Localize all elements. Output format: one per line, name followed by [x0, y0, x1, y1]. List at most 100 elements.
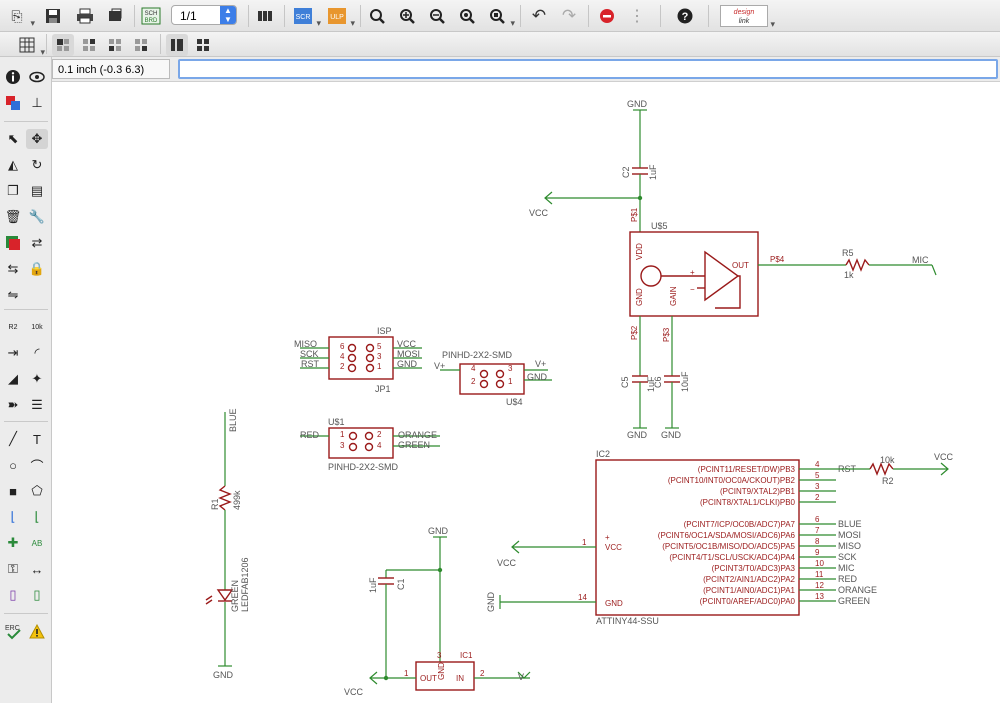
page-select[interactable]: 1/1 ▲▼	[171, 5, 237, 25]
print-icon[interactable]	[74, 5, 96, 27]
copy-icon[interactable]: ❐	[7, 183, 19, 198]
gateswap-icon[interactable]: ⇋	[7, 287, 19, 302]
name-tool-icon[interactable]: R2	[8, 323, 18, 331]
undo-icon[interactable]: ↶	[531, 6, 547, 25]
paste-icon[interactable]: ▤	[30, 183, 44, 198]
zoom-select-icon[interactable]	[486, 5, 515, 29]
bus-tool-icon[interactable]: ⌊	[10, 509, 16, 524]
grid-icon[interactable]	[16, 34, 45, 58]
cam-processor-icon[interactable]	[104, 5, 126, 27]
zoom-fit-icon[interactable]	[366, 5, 388, 27]
invoke-icon[interactable]: ➽	[7, 397, 19, 412]
delete-icon[interactable]: 🗑	[4, 209, 22, 224]
align-bottom-left-icon[interactable]	[104, 34, 126, 56]
align-top-left-icon[interactable]	[52, 34, 74, 56]
go-more-icon[interactable]: ⋮	[629, 8, 645, 25]
split-icon[interactable]: ◢	[8, 371, 18, 386]
label-tool-icon[interactable]: AB	[31, 538, 43, 548]
ic2-pin-number: 13	[815, 592, 824, 601]
command-input[interactable]	[178, 59, 998, 79]
ic2-pin-label: (PCINT5/OC1B/MISO/DO/ADC5)PA5	[662, 542, 795, 551]
show-icon[interactable]	[26, 67, 48, 87]
ic2-plus: +	[605, 533, 610, 542]
line-tool-icon[interactable]: ╱	[9, 431, 17, 446]
rotate-icon[interactable]: ↻	[31, 157, 43, 172]
c1-name: C1	[396, 578, 406, 590]
ic2-pin-label: (PCINT9/XTAL2)PB1	[720, 487, 796, 496]
ulp-icon[interactable]: ULP	[326, 5, 355, 29]
pinswap-icon[interactable]: ⇆	[7, 261, 19, 276]
isp-pin-2: 2	[340, 362, 345, 371]
circle-tool-icon[interactable]: ○	[9, 457, 17, 473]
add-part-icon[interactable]	[2, 233, 24, 253]
stop-icon[interactable]	[596, 5, 618, 27]
smash-icon[interactable]: ⇥	[7, 345, 19, 360]
zoom-out-icon[interactable]	[426, 5, 448, 27]
save-icon[interactable]	[42, 5, 64, 27]
u5-gain: GAIN	[669, 286, 678, 306]
c2-name: C2	[621, 166, 631, 178]
r1-name: R1	[210, 498, 220, 510]
attribute-tool-icon[interactable]: ⚿	[8, 561, 18, 576]
isp-ref: JP1	[375, 384, 391, 394]
info-icon[interactable]	[2, 67, 24, 87]
u1-pin-3: 3	[340, 441, 345, 450]
open-icon[interactable]: ⎘	[6, 5, 35, 30]
miter-icon[interactable]: ◜	[34, 345, 40, 360]
optimize-icon[interactable]: ✦	[31, 371, 43, 386]
c5-value: 1uF	[646, 376, 656, 392]
brd-label: BRD	[145, 18, 158, 24]
gnd-label-led: GND	[213, 670, 234, 680]
gnd-label-c5: GND	[627, 430, 648, 440]
display-layers-icon[interactable]	[2, 93, 24, 113]
select-arrow-icon[interactable]: ⬉	[7, 131, 19, 146]
ic1-out: OUT	[420, 674, 437, 683]
vcc-label-ic2: VCC	[497, 558, 517, 568]
u5-p4: P$4	[770, 255, 785, 264]
move-icon[interactable]: ✥	[26, 129, 48, 149]
change-icon[interactable]: 🔧	[28, 209, 46, 224]
lock-icon[interactable]: 🔒	[28, 261, 46, 276]
attribute-icon[interactable]: ☰	[31, 397, 43, 412]
u1-value: PINHD-2X2-SMD	[328, 462, 399, 472]
net-tool-icon[interactable]: ⌊	[34, 509, 40, 524]
ic2-net-label: SCK	[838, 552, 857, 562]
mark-icon[interactable]: ⊥	[31, 95, 43, 110]
align-bottom-right-icon[interactable]	[130, 34, 152, 56]
mirror-icon[interactable]: ◭	[8, 157, 18, 172]
value-tool-icon[interactable]: 10k	[31, 323, 43, 331]
ic1-gnd: GND	[437, 662, 446, 680]
page-stepper[interactable]: ▲▼	[220, 6, 236, 24]
align-top-right-icon[interactable]	[78, 34, 100, 56]
view-quad-icon[interactable]	[192, 34, 214, 56]
erc-icon[interactable]: ERC	[2, 621, 24, 641]
text-tool-icon[interactable]: T	[33, 431, 41, 447]
redraw-icon[interactable]	[456, 5, 478, 27]
led-name: GREEN	[230, 580, 240, 612]
c2-value: 1uF	[648, 164, 658, 180]
view-single-icon[interactable]	[166, 34, 188, 56]
rect-tool-icon[interactable]: ■	[9, 483, 17, 499]
redo-icon[interactable]: ↷	[561, 6, 577, 25]
frame-tool-icon[interactable]: ▯	[9, 587, 17, 602]
zoom-in-icon[interactable]	[396, 5, 418, 27]
u5-minus: −	[690, 285, 695, 294]
errors-icon[interactable]	[26, 621, 48, 641]
replace-icon[interactable]: ⇄	[31, 235, 43, 250]
help-icon[interactable]: ?	[674, 5, 696, 27]
arc-tool-icon[interactable]: ⌒	[30, 458, 44, 474]
dimension-tool-icon[interactable]: ↔	[30, 561, 44, 577]
layers-icon[interactable]	[254, 5, 276, 27]
script-icon[interactable]: SCR	[292, 5, 321, 29]
ulp-label: ULP	[330, 14, 344, 21]
isp-pin-5: 5	[377, 342, 382, 351]
module-tool-icon[interactable]: ▯	[33, 587, 41, 602]
schematic-canvas[interactable]: GND C2 1uF VCC P$1 U$5 VDD GND + − OUT G…	[52, 82, 1000, 703]
junction-tool-icon[interactable]: ✚	[7, 535, 19, 550]
design-link-text: design	[734, 9, 755, 16]
blue-label: BLUE	[228, 408, 238, 432]
polygon-tool-icon[interactable]: ⬠	[31, 483, 43, 498]
c1-value: 1uF	[368, 577, 378, 593]
